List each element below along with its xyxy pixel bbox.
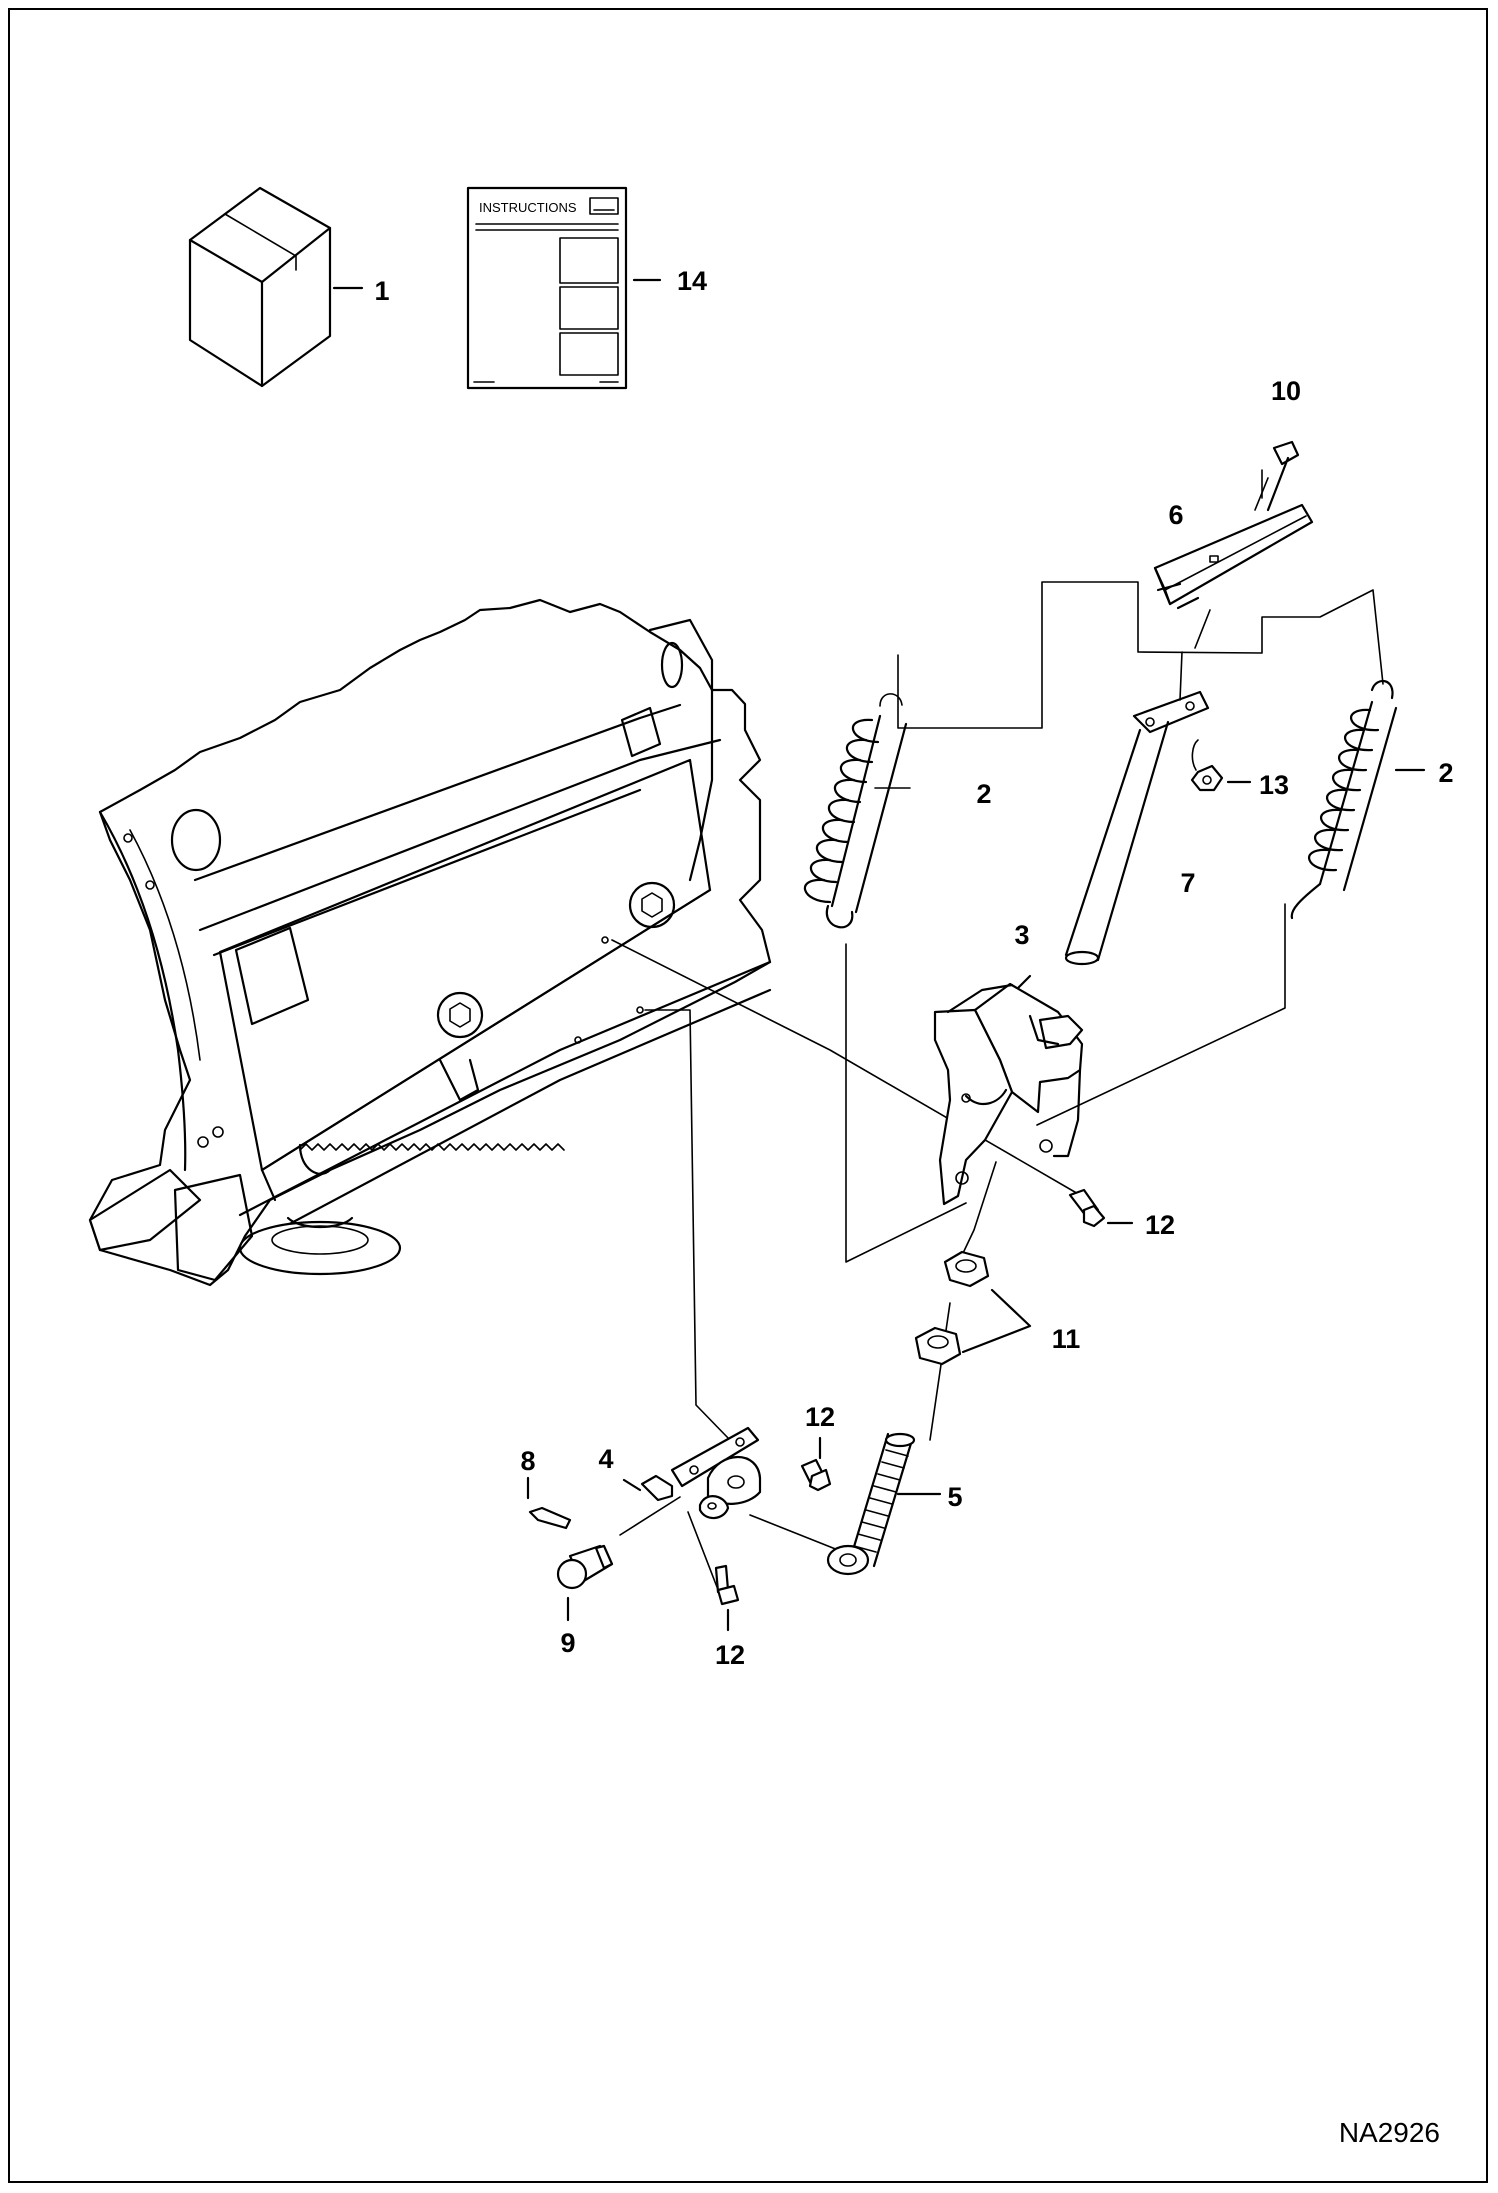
blade-bolt — [628, 881, 676, 929]
callout-9: 9 — [560, 1628, 575, 1658]
callout-6: 6 — [1168, 500, 1183, 530]
part-11-nut-lower — [914, 1326, 962, 1366]
instructions-sheet: INSTRUCTIONS — [466, 186, 662, 390]
callout-12-middle: 12 — [805, 1402, 835, 1432]
assembly-lines — [611, 469, 1384, 1601]
part-12-bolt-a — [1068, 1188, 1134, 1228]
part-6-channel — [1153, 503, 1314, 610]
callout-5: 5 — [947, 1482, 962, 1512]
callout-labels: 1 14 10 6 2 2 13 7 3 12 11 12 8 4 5 9 12 — [374, 266, 1453, 1670]
callout-3: 3 — [1014, 920, 1029, 950]
callout-8: 8 — [520, 1446, 535, 1476]
callout-12-lower: 12 — [715, 1640, 745, 1670]
callout-4: 4 — [598, 1444, 613, 1474]
part-3-bracket — [933, 974, 1084, 1206]
blade-bolt — [436, 991, 484, 1039]
part-13-nut — [1190, 739, 1252, 792]
callout-11: 11 — [1052, 1324, 1081, 1354]
part-12-bolt-b — [800, 1436, 832, 1492]
part-12-bolt-c — [714, 1564, 740, 1632]
part-9-clevis-pin — [556, 1544, 614, 1622]
callout-12-upper: 12 — [1145, 1210, 1175, 1240]
part-10-pin — [1266, 440, 1300, 512]
part-7-handle — [1064, 609, 1211, 966]
part-11-nut-upper — [943, 1250, 990, 1288]
box-part — [188, 186, 364, 388]
part-2-spring-right — [1290, 680, 1426, 920]
dozer-blade — [88, 598, 772, 1287]
part-4-hinge-bracket — [622, 1426, 762, 1520]
part-5-eye-bolt — [826, 1432, 942, 1576]
callout-14: 14 — [677, 266, 707, 296]
callout-13: 13 — [1259, 770, 1289, 800]
part-2-spring-left — [803, 693, 911, 929]
instructions-heading: INSTRUCTIONS — [479, 200, 577, 215]
callout-1: 1 — [374, 276, 389, 306]
callout-10: 10 — [1271, 376, 1301, 406]
part-8-cotter-pin — [526, 1476, 572, 1530]
drawing-reference-number: NA2926 — [1339, 2117, 1440, 2148]
callout-7: 7 — [1180, 868, 1195, 898]
callout-2-left: 2 — [976, 779, 991, 809]
callout-2-right: 2 — [1438, 758, 1453, 788]
part-11-leader — [961, 1288, 1032, 1354]
drawing-frame — [8, 8, 1488, 2183]
